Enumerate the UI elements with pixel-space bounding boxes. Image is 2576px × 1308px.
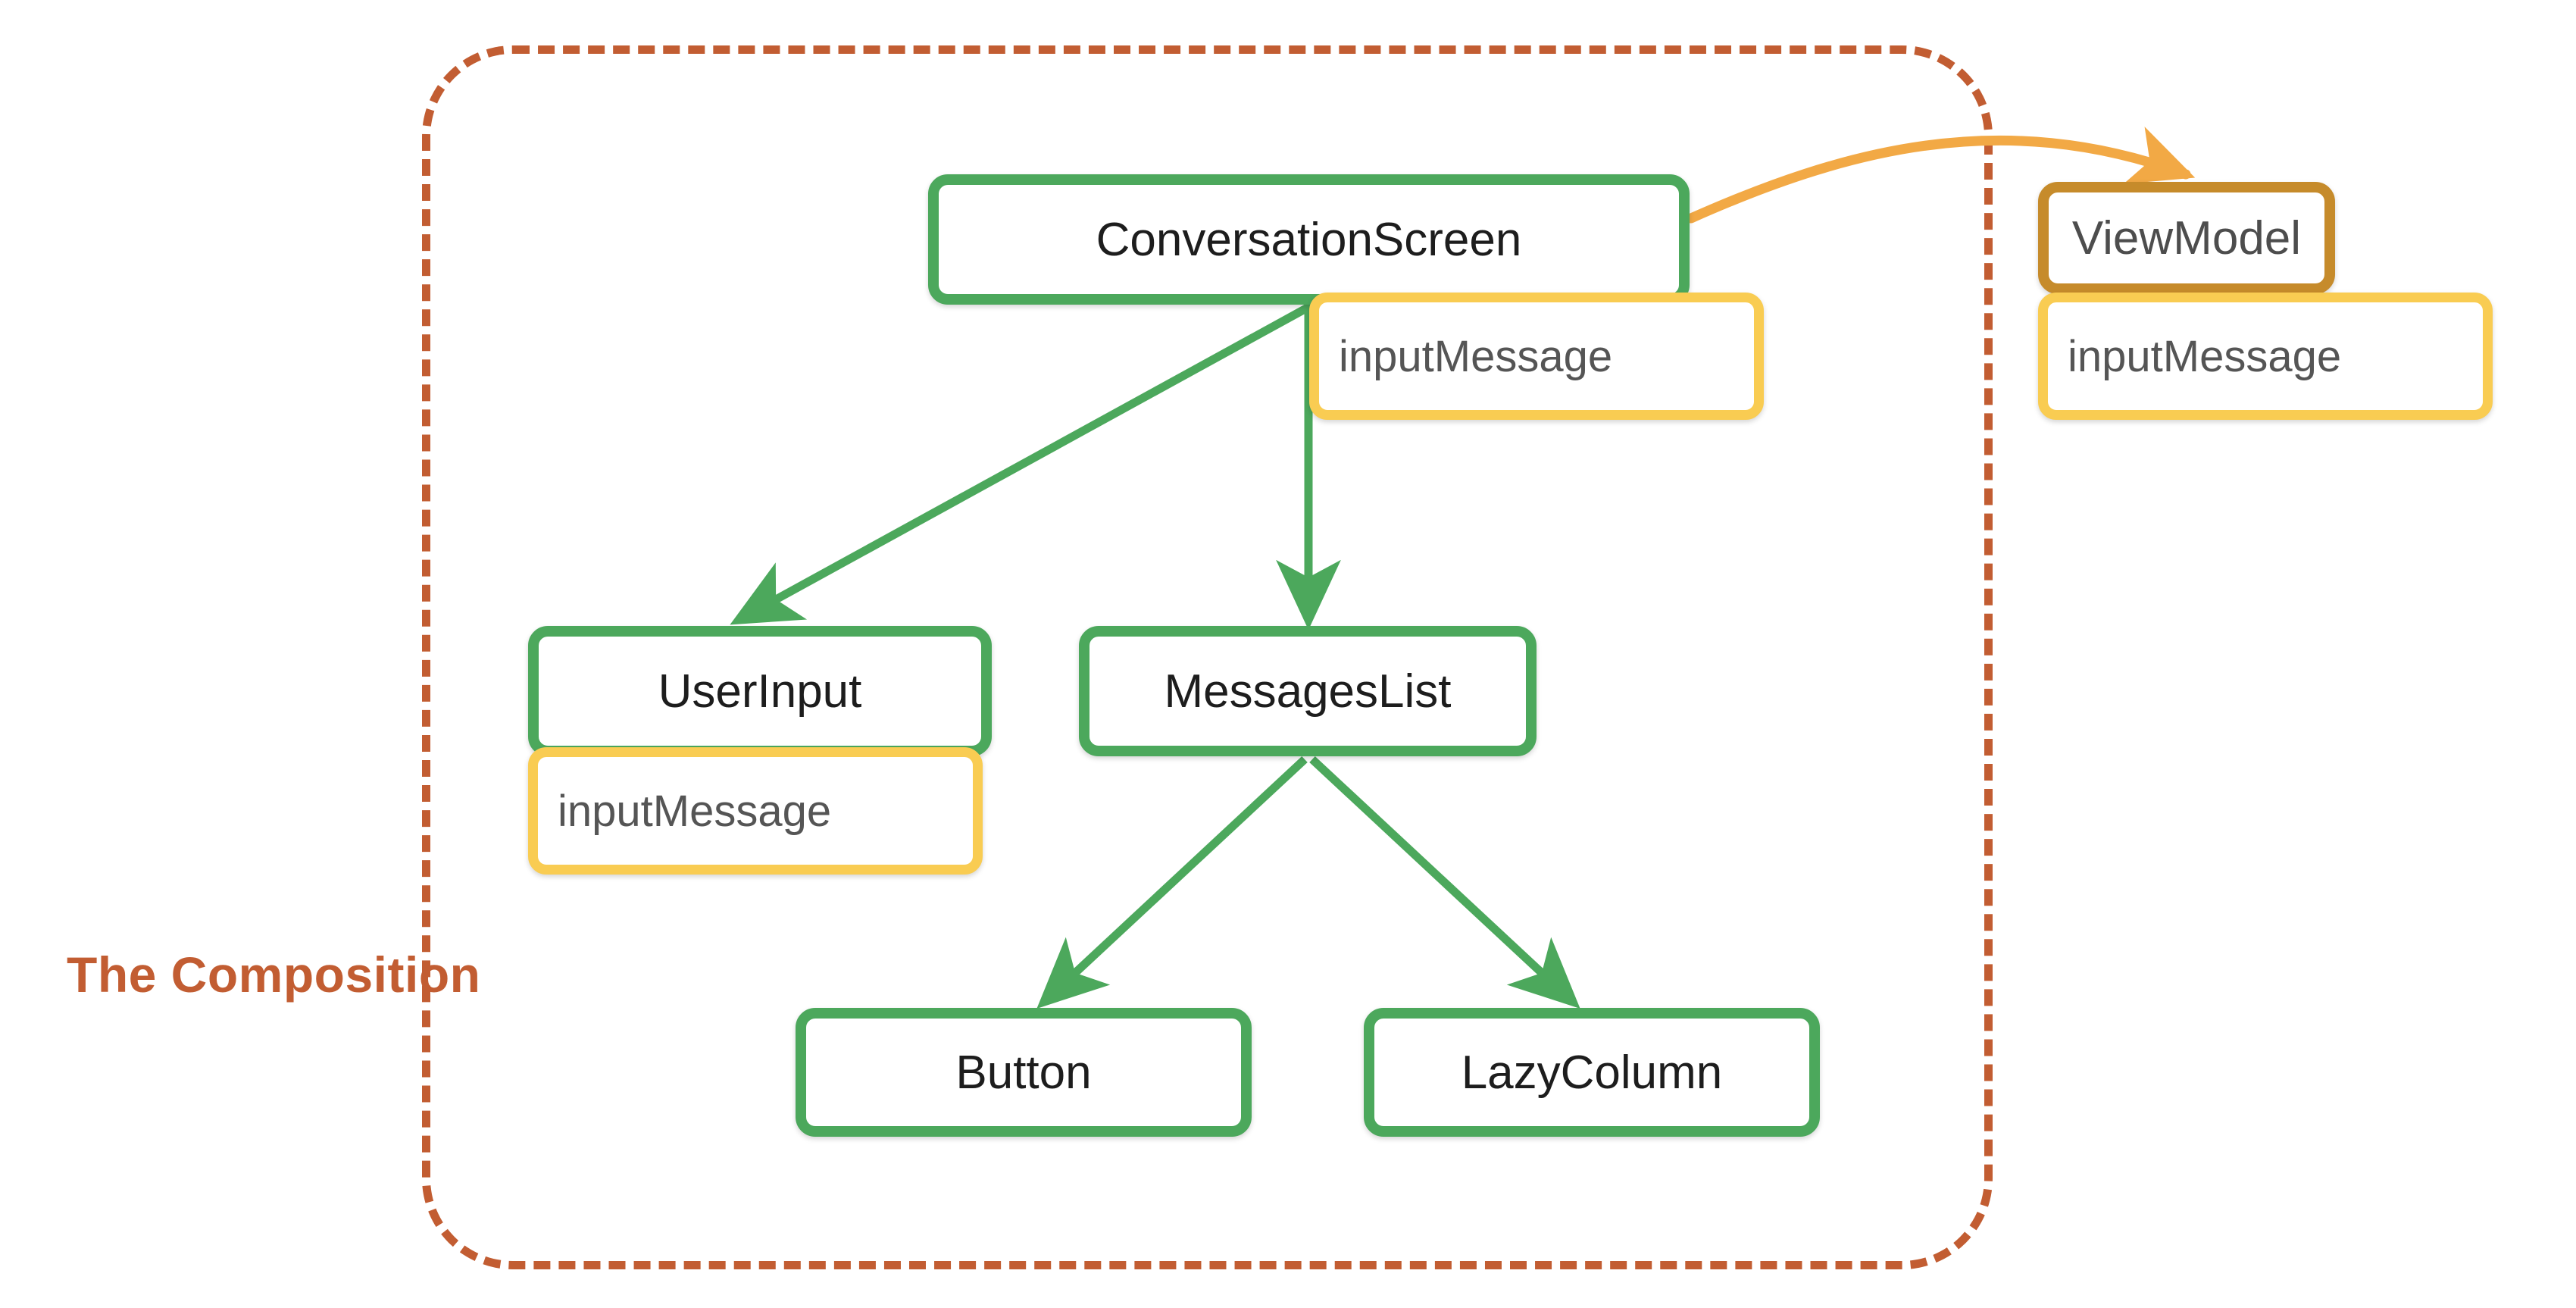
composition-boundary [422,45,1993,1269]
node-label: Button [955,1046,1092,1099]
state-box-viewmodel-inputmessage[interactable]: inputMessage [2038,293,2493,420]
node-label: LazyColumn [1461,1046,1723,1099]
state-label: inputMessage [2068,331,2342,381]
state-label: inputMessage [558,786,832,836]
node-conversationscreen[interactable]: ConversationScreen [928,174,1690,305]
state-label: inputMessage [1339,331,1613,381]
node-label: ConversationScreen [1096,213,1522,266]
state-box-userinput-inputmessage[interactable]: inputMessage [528,747,983,875]
composition-boundary-label: The Composition [67,947,481,1003]
node-button[interactable]: Button [796,1008,1252,1137]
node-label: ViewModel [2071,211,2302,264]
node-viewmodel[interactable]: ViewModel [2038,182,2335,294]
node-lazycolumn[interactable]: LazyColumn [1364,1008,1820,1137]
node-messageslist[interactable]: MessagesList [1079,626,1537,756]
state-box-conversationscreen-inputmessage[interactable]: inputMessage [1309,293,1764,420]
node-label: MessagesList [1164,665,1452,718]
node-userinput[interactable]: UserInput [528,626,992,756]
node-label: UserInput [658,665,862,718]
